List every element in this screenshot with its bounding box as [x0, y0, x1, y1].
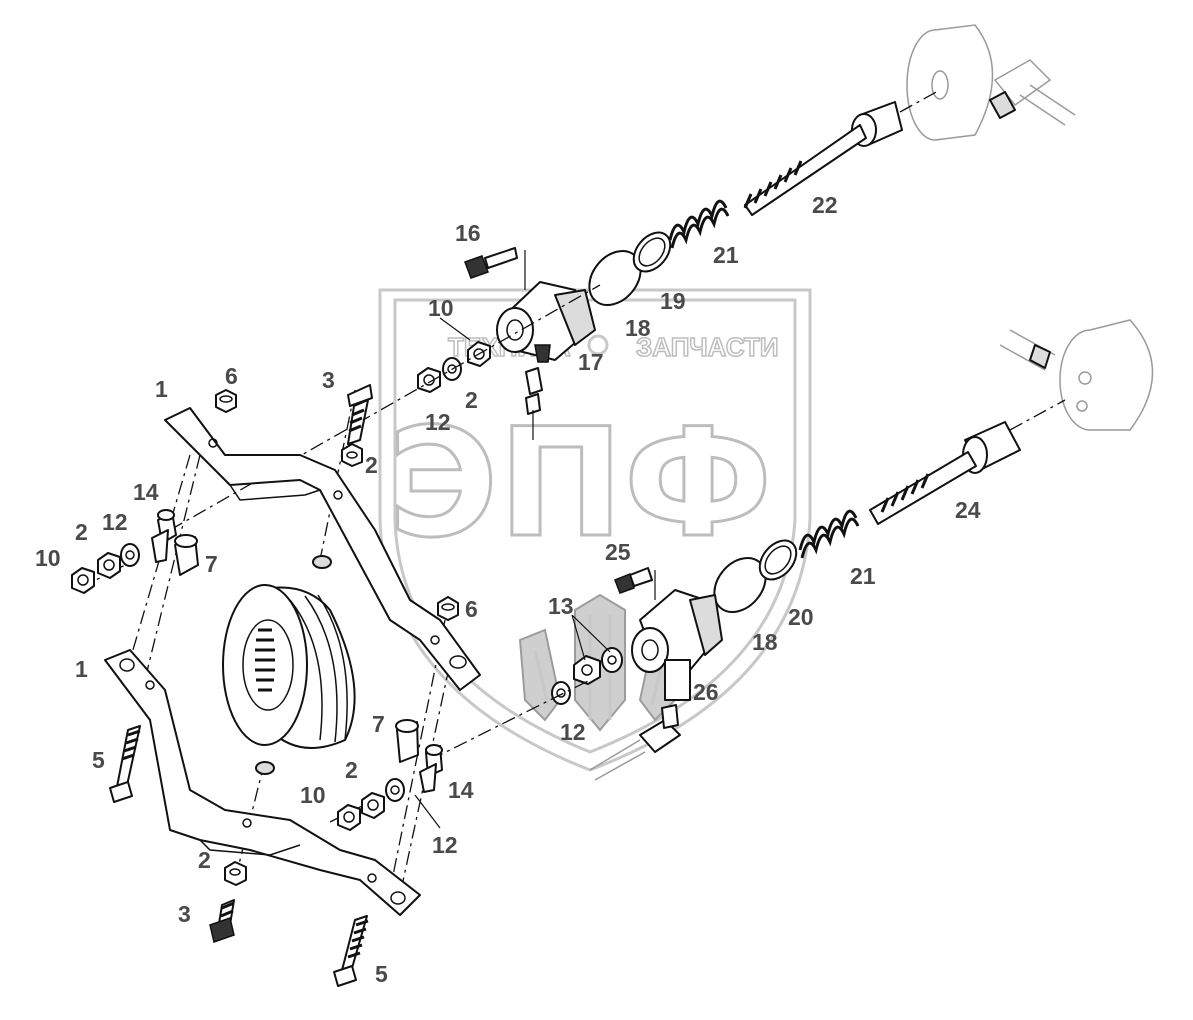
callout-2-left: 2 [75, 519, 88, 545]
callout-6-right: 6 [465, 596, 478, 622]
callout-21-upper: 21 [713, 242, 739, 268]
washer-12-mid [551, 681, 571, 705]
washer-12-left [120, 543, 140, 567]
callout-7-right: 7 [372, 711, 385, 737]
nut-13 [573, 647, 623, 685]
callout-19: 19 [660, 288, 686, 314]
callout-2-right: 2 [345, 757, 358, 783]
callout-2-bottom: 2 [198, 847, 211, 873]
callout-12-mid: 12 [560, 719, 586, 745]
o-ring-20 [758, 539, 798, 581]
o-ring-18-lower [713, 557, 767, 613]
bolt-16 [464, 247, 518, 279]
callout-12-upper: 12 [425, 409, 451, 435]
callout-12-left: 12 [102, 509, 128, 535]
washer-12-right [385, 778, 405, 802]
callout-13: 13 [548, 593, 574, 619]
callout-6-top: 6 [225, 363, 238, 389]
bolt-5-bottom [333, 915, 369, 987]
spacer-top [312, 555, 332, 569]
valve-body-26 [631, 589, 723, 701]
callout-14-left: 14 [133, 479, 159, 505]
watermark-word-right: ЗАПЧАСТИ [636, 332, 779, 362]
callout-3-top: 3 [322, 367, 335, 393]
nut-2-top [341, 443, 363, 467]
bolt-3-bottom [209, 899, 235, 943]
fitting-upper [525, 367, 543, 395]
callout-labels: 1 1 2 2 2 2 2 3 3 5 5 6 6 7 7 10 10 10 1… [35, 192, 981, 987]
callout-5-left: 5 [92, 747, 105, 773]
rod-24 [869, 421, 1021, 525]
bolt-5-left [109, 725, 141, 803]
callout-10-left: 10 [35, 545, 61, 571]
hose-fitting [589, 704, 681, 781]
hub [222, 584, 356, 749]
callout-10-upper: 10 [428, 295, 454, 321]
spacer-bottom [255, 761, 275, 775]
callout-12-right: 12 [432, 832, 458, 858]
watermark-gear-icon [587, 334, 609, 356]
callout-1-lower: 1 [75, 656, 88, 682]
callout-17: 17 [578, 349, 604, 375]
callout-1-upper: 1 [155, 376, 168, 402]
callout-20: 20 [788, 604, 814, 630]
callout-7-left: 7 [205, 551, 218, 577]
callout-2-upper: 2 [465, 387, 478, 413]
spring-21-upper [668, 199, 730, 249]
stud-14-left [151, 509, 177, 563]
bracket-1-lower [104, 649, 421, 916]
callout-21-lower: 21 [850, 563, 876, 589]
callout-14-right: 14 [448, 777, 474, 803]
nut-2-bottom [224, 861, 247, 886]
housing-lower [999, 319, 1154, 431]
callout-18-upper: 18 [625, 315, 651, 341]
callout-25: 25 [605, 539, 631, 565]
watermark-letters: ЭПФ [388, 397, 772, 571]
nut-6-top [215, 389, 237, 413]
housing-upper [906, 24, 1076, 141]
nut-10-left [71, 567, 95, 594]
callout-18-lower: 18 [752, 629, 778, 655]
bolt-3-top [347, 384, 373, 445]
callout-2-mid: 2 [365, 452, 378, 478]
nut-6-right [437, 596, 459, 621]
stud-14-right [419, 744, 443, 793]
o-ring-18-upper [632, 231, 672, 273]
rod-22 [743, 101, 903, 216]
callout-3-bottom: 3 [178, 901, 191, 927]
bracket-1-upper [164, 407, 481, 691]
callout-24: 24 [955, 497, 981, 523]
nut-10-right [337, 804, 361, 831]
spring-21-lower [798, 509, 860, 559]
nut-2-left [97, 552, 121, 579]
callout-5-bottom: 5 [375, 961, 388, 987]
callout-22: 22 [812, 192, 838, 218]
nut-2-right [361, 792, 385, 819]
callout-16: 16 [455, 220, 481, 246]
bolt-25 [614, 567, 653, 594]
callout-26: 26 [693, 679, 719, 705]
callout-10-right: 10 [300, 782, 326, 808]
valve-body-17 [496, 281, 596, 363]
